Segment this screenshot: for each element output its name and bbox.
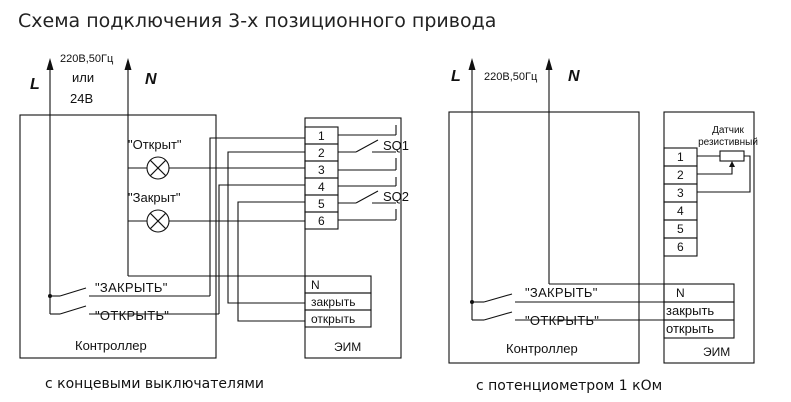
left-supply-voltage: 220В,50Гц [60,53,114,65]
left-terminal-2: 2 [318,146,325,160]
right-terminal-n: N [676,286,685,300]
left-lamp-close-label: "Закрыт" [128,190,181,205]
right-terminal-4: 4 [677,204,684,218]
left-controller-label: Контроллер [75,338,147,353]
right-l-arrow [468,58,476,296]
left-sq2-label: SQ2 [383,189,409,204]
right-potentiometer [697,150,751,193]
left-limit-switch-sq2 [338,177,397,221]
left-sq1-label: SQ1 [383,138,409,153]
left-l-arrow [46,58,54,296]
left-terminal-5: 5 [318,197,325,211]
left-power-terminals: N закрыть открыть [304,275,372,328]
left-supply-24v: 24В [70,91,93,106]
right-sensor-label-2: резистивный [698,137,758,148]
left-terminal-3: 3 [318,163,325,177]
left-lamp-open [146,156,170,180]
page-title: Схема подключения 3-х позиционного приво… [18,10,496,32]
right-terminal-close: закрыть [666,303,714,318]
left-limit-switch-sq1 [338,125,397,171]
right-label-n: N [568,68,580,85]
left-label-n: N [145,71,157,88]
right-switch-open [483,311,513,321]
left-terminal-block: 1 2 3 4 5 6 [304,126,339,230]
left-caption: с концевыми выключателями [45,376,264,392]
left-terminal-1: 1 [318,129,325,143]
right-power-terminals: N закрыть открыть [663,283,735,339]
right-label-l: L [451,68,461,85]
left-lamp-open-label: "Открыт" [128,137,182,152]
right-caption: с потенциометром 1 кОм [476,378,662,394]
right-terminal-1: 1 [677,150,684,164]
left-switch-close-label: "ЗАКРЫТЬ" [95,280,168,295]
right-terminal-5: 5 [677,222,684,236]
left-n-arrow [124,58,132,276]
left-eim-box [304,117,402,359]
left-terminal-close: закрыть [311,295,355,309]
right-n-arrow [545,58,553,284]
right-terminal-block: 1 2 3 4 5 6 [663,147,698,257]
right-switch-open-label: "ОТКРЫТЬ" [525,313,599,328]
right-diagram: L N 220В,50Гц Контроллер "ЗАКРЫТЬ" "ОТКР… [448,58,758,394]
right-terminal-3: 3 [677,186,684,200]
right-eim-label: ЭИМ [703,345,730,359]
right-controller-label: Контроллер [506,341,578,356]
left-controller-box [19,114,217,359]
left-switch-open-label: "ОТКРЫТЬ" [95,308,169,323]
left-eim-label: ЭИМ [334,340,361,354]
right-switch-close [483,293,513,303]
right-sensor-label-1: Датчик [712,125,744,136]
right-terminal-6: 6 [677,240,684,254]
left-terminal-n: N [311,278,320,292]
left-terminal-open: открыть [311,312,355,326]
left-switch-open [59,305,87,315]
left-label-l: L [30,76,40,93]
right-terminal-open: открыть [666,321,714,336]
left-terminal-4: 4 [318,180,325,194]
right-terminal-2: 2 [677,168,684,182]
left-diagram: L N 220В,50Гц или 24В Контроллер "Открыт… [19,53,409,392]
left-switch-close [59,287,87,297]
right-supply-voltage: 220В,50Гц [484,71,538,83]
right-controller-box [448,111,640,364]
right-switch-close-label: "ЗАКРЫТЬ" [525,285,598,300]
left-lamp-close [146,209,170,233]
left-terminal-6: 6 [318,214,325,228]
left-supply-or: или [72,70,94,85]
